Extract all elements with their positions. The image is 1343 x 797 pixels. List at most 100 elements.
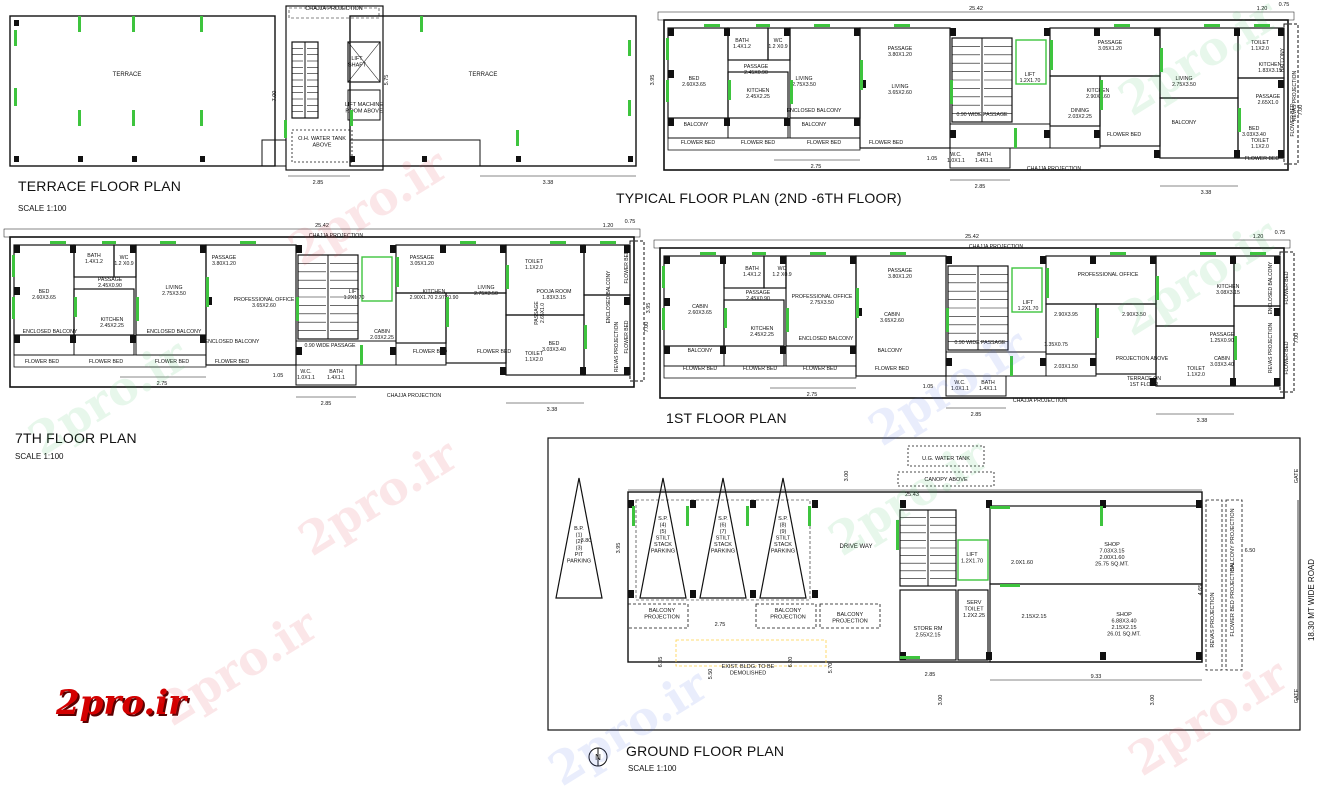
typical-plan-title: TYPICAL FLOOR PLAN (2ND -6TH FLOOR): [616, 190, 902, 206]
room-label: FLOWER BED: [89, 359, 124, 365]
structural-column: [628, 590, 634, 598]
window-opening: [396, 257, 399, 287]
window-opening: [894, 24, 910, 27]
structural-column: [1154, 150, 1160, 158]
structural-column: [1040, 358, 1046, 366]
window-opening: [946, 308, 949, 332]
dimension: 1.20: [603, 223, 614, 229]
water-tank: [907, 445, 985, 467]
window-opening: [516, 130, 519, 146]
window-opening: [506, 265, 509, 289]
window-opening: [296, 297, 299, 321]
dimension: 3.95: [650, 75, 656, 86]
window-opening: [1100, 80, 1103, 110]
window-opening: [628, 40, 631, 56]
structural-column: [950, 130, 956, 138]
window-opening: [12, 255, 15, 277]
window-opening: [136, 297, 139, 321]
dimension: 3.95: [0, 292, 2, 303]
room-label: BALCONY: [1280, 47, 1286, 72]
wc-bath: [949, 147, 1011, 169]
structural-column: [850, 256, 856, 264]
structural-column: [854, 28, 860, 36]
seventh-plan-scale: SCALE 1:100: [15, 452, 64, 461]
dimension: 0.75: [1275, 230, 1286, 236]
window-opening: [746, 506, 749, 526]
room-label: ENCLOSED BALCONY: [606, 270, 612, 323]
structural-column: [200, 156, 205, 162]
room-label: 2.90X3.50: [1122, 312, 1146, 318]
terrace-plan-scale: SCALE 1:100: [18, 204, 67, 213]
dimension: 3.38: [1197, 418, 1208, 424]
lift-wall: [1015, 39, 1047, 85]
dimension: 0.75: [1279, 2, 1290, 8]
window-opening: [900, 656, 920, 659]
structural-column: [668, 118, 674, 126]
room-wall: [789, 27, 861, 119]
dimension: 9.33: [1091, 674, 1102, 680]
structural-column: [130, 245, 136, 253]
dimension: 2.75: [157, 381, 168, 387]
dimension: 2.75: [807, 392, 818, 398]
structural-column: [900, 500, 906, 508]
room-label: U.G. WATER TANK: [922, 456, 970, 462]
room-label: BALCONY: [688, 348, 713, 354]
structural-column: [986, 500, 992, 508]
window-opening: [446, 297, 449, 327]
structural-column: [784, 28, 790, 36]
room-label: FLOWER BED: [477, 349, 512, 355]
dimension: 3.00: [844, 471, 850, 482]
window-opening: [628, 100, 631, 116]
wc-bath: [295, 364, 357, 386]
window-opening: [206, 277, 209, 307]
room-label: FLOWER BED: [803, 366, 838, 372]
revas-projection: [1205, 499, 1223, 671]
structural-column: [70, 335, 76, 343]
window-opening: [662, 308, 665, 330]
window-opening: [1238, 108, 1241, 132]
window-opening: [752, 252, 766, 255]
room-label: REVAS PROJECTION: [1268, 323, 1274, 374]
structural-column: [946, 256, 952, 264]
window-opening: [790, 80, 793, 104]
structural-column: [1196, 652, 1202, 660]
lift-wall: [957, 539, 989, 581]
window-opening: [350, 110, 353, 126]
site-boundary: [547, 437, 1301, 731]
window-opening: [1014, 128, 1017, 148]
room-label: 0.90 WIDE PASSAGE: [955, 340, 1006, 346]
room-wall: [663, 255, 725, 347]
structural-column: [720, 256, 726, 264]
structural-column: [1150, 256, 1156, 264]
room-label: 2.03X1.50: [1054, 364, 1078, 370]
structural-column: [200, 245, 206, 253]
room-label: ENCLOSED BALCONY: [205, 339, 260, 345]
balcony: [789, 117, 861, 139]
room-label: FLOWER BED: [681, 140, 716, 146]
dimension: 5.75: [384, 75, 390, 86]
dimension: 25.43: [905, 492, 919, 498]
window-opening: [662, 266, 665, 288]
dimension: 3.00: [938, 695, 944, 706]
passage: [949, 123, 1051, 149]
room-label: 2.0X1.60: [1011, 560, 1033, 566]
window-opening: [728, 80, 731, 100]
